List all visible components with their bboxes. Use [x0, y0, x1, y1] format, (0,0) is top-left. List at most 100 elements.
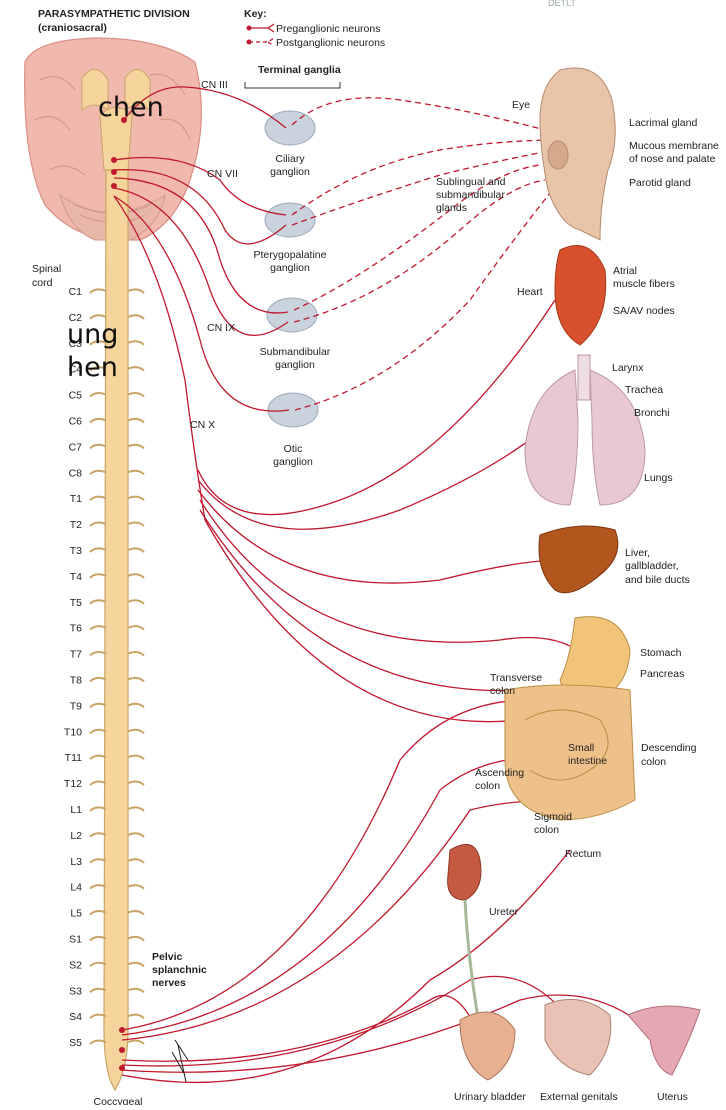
segment-label-t5: T5 [70, 597, 82, 609]
spinal-cord-illustration [90, 170, 144, 1090]
cn9-nucleus-dot [111, 183, 117, 189]
pterygopalatine-ganglion: Pterygopalatine ganglion [254, 203, 327, 274]
segment-label-c6: C6 [69, 416, 83, 428]
cn7-nucleus-dot-1 [111, 157, 117, 163]
segment-label-l1: L1 [70, 804, 82, 816]
pelvic-label-3: nerves [152, 977, 186, 989]
overlay-text-3: hen [67, 352, 118, 383]
cn3-label: CN III [201, 79, 228, 91]
head-illustration [540, 68, 615, 240]
segment-label-t1: T1 [70, 493, 82, 505]
liver-label-2: gallbladder, [625, 560, 679, 572]
atrial-label-2: muscle fibers [613, 278, 675, 290]
cn7-label: CN VII [207, 168, 238, 180]
sublingual-label-3: glands [436, 202, 467, 214]
preganglionic-swatch [249, 24, 274, 32]
lungs-illustration [525, 355, 645, 505]
otic-label-1: Otic [284, 443, 303, 455]
ciliary-label-2: ganglion [270, 166, 310, 178]
cranial-postganglionic-fibers [292, 98, 562, 410]
heart-label: Heart [517, 286, 543, 298]
segment-label-c5: C5 [69, 390, 83, 402]
eye-label: Eye [512, 99, 530, 111]
vagus-fibers [198, 300, 600, 735]
ciliary-label-1: Ciliary [275, 153, 305, 165]
heart-illustration [555, 246, 606, 346]
segment-label-s1: S1 [69, 934, 82, 946]
division-subtitle: (craniosacral) [38, 22, 107, 34]
ascending-label-2: colon [475, 780, 500, 792]
cn7-nucleus-dot-2 [111, 169, 117, 175]
otic-label-2: ganglion [273, 456, 313, 468]
sigmoid-label-1: Sigmoid [534, 811, 572, 823]
ureter-label: Ureter [489, 906, 519, 918]
pelvic-label-1: Pelvic [152, 951, 183, 963]
transverse-label-1: Transverse [490, 672, 542, 684]
genitals-label: External genitals [540, 1091, 618, 1103]
segment-label-t3: T3 [70, 545, 82, 557]
legend: Key: Preganglionic neurons Postganglioni… [244, 8, 385, 49]
segment-label-l3: L3 [70, 856, 82, 868]
parotid-label: Parotid gland [629, 177, 691, 189]
lungs-label: Lungs [644, 472, 673, 484]
uterus-label: Uterus [657, 1091, 688, 1103]
segment-label-t8: T8 [70, 675, 82, 687]
lacrimal-label: Lacrimal gland [629, 117, 697, 129]
terminal-ganglia-title: Terminal ganglia [258, 64, 341, 76]
legend-postganglionic: Postganglionic neurons [276, 37, 385, 49]
legend-preganglionic: Preganglionic neurons [276, 23, 381, 35]
overlay-text-1: chen [98, 92, 164, 123]
segment-label-l5: L5 [70, 908, 82, 920]
submandibular-label-2: ganglion [275, 359, 315, 371]
sublingual-label-1: Sublingual and [436, 176, 506, 188]
segment-label-s5: S5 [69, 1037, 82, 1049]
watermark-text: DETLT [548, 0, 576, 8]
segment-label-t4: T4 [70, 571, 82, 583]
otic-ganglion: Otic ganglion [268, 393, 318, 468]
descending-label-1: Descending [641, 742, 697, 754]
segment-label-coccygeal: Coccygeal [93, 1096, 142, 1105]
descending-label-2: colon [641, 756, 666, 768]
bladder-illustration [460, 1012, 515, 1080]
segment-label-l4: L4 [70, 882, 82, 894]
small-intestine-label-1: Small [568, 742, 594, 754]
segment-label-t11: T11 [65, 752, 82, 764]
transverse-label-2: colon [490, 685, 515, 697]
small-intestine-label-2: intestine [568, 755, 607, 767]
mucous-label-2: of nose and palate [629, 153, 716, 165]
pterygopalatine-label-2: ganglion [270, 262, 310, 274]
pterygopalatine-label-1: Pterygopalatine [254, 249, 327, 261]
division-title: PARASYMPATHETIC DIVISION [38, 8, 190, 20]
s2-dot [119, 1027, 125, 1033]
spinal-segment-labels: C1C2C3C4C5C6C7C8T1T2T3T4T5T6T7T8T9T10T11… [64, 286, 143, 1105]
atrial-label-1: Atrial [613, 265, 637, 277]
postganglionic-swatch [249, 38, 274, 46]
mucous-label-1: Mucous membrane [629, 140, 719, 152]
overlay-text-2: ung [67, 319, 118, 350]
stomach-label: Stomach [640, 647, 682, 659]
segment-label-t12: T12 [64, 778, 82, 790]
larynx-label: Larynx [612, 362, 644, 374]
genitals-illustration [545, 999, 611, 1075]
spinal-cord-label-1: Spinal [32, 263, 61, 275]
segment-label-s4: S4 [69, 1011, 82, 1023]
segment-label-s2: S2 [69, 959, 82, 971]
segment-label-c8: C8 [69, 467, 83, 479]
cn9-label: CN IX [207, 322, 235, 334]
rectum-label: Rectum [565, 848, 601, 860]
bronchi-label: Bronchi [634, 407, 670, 419]
kidney-illustration [448, 844, 481, 1030]
cn10-label: CN X [190, 419, 215, 431]
ciliary-ganglion: Ciliary ganglion [265, 111, 315, 178]
ascending-label-1: Ascending [475, 767, 524, 779]
segment-label-t6: T6 [70, 623, 82, 635]
s3-dot [119, 1047, 125, 1053]
sublingual-label-2: submandibular [436, 189, 505, 201]
s4-dot [119, 1065, 125, 1071]
liver-label-1: Liver, [625, 547, 650, 559]
submandibular-label-1: Submandibular [260, 346, 331, 358]
segment-label-t10: T10 [64, 726, 82, 738]
pelvic-label-2: splanchnic [152, 964, 207, 976]
